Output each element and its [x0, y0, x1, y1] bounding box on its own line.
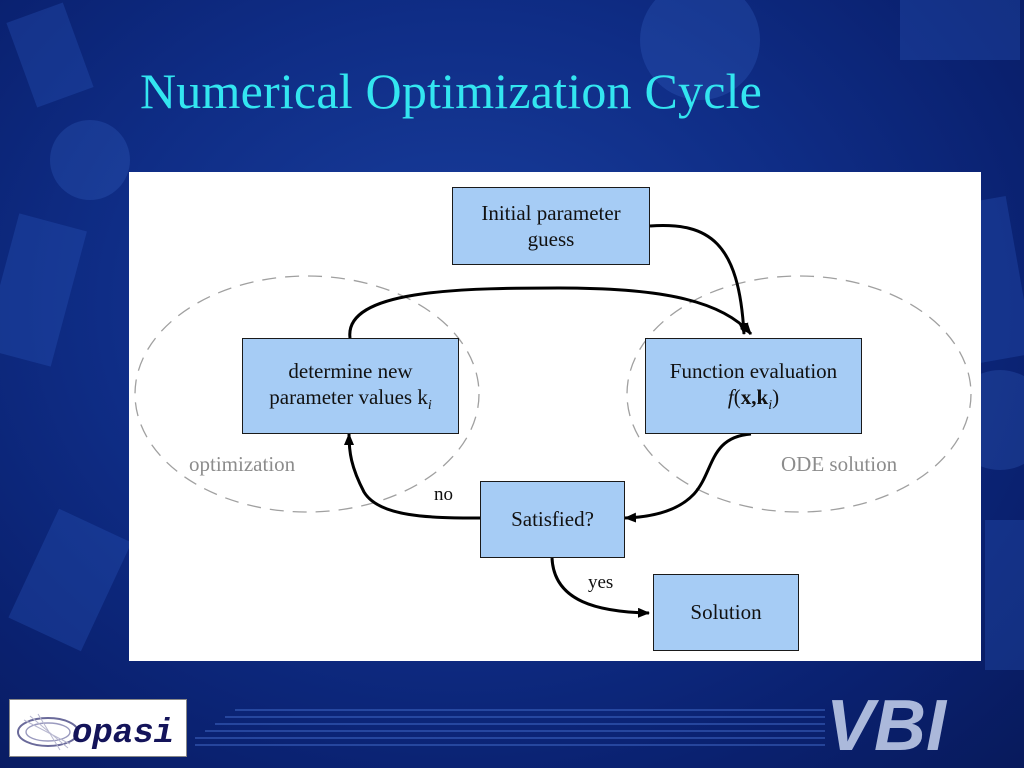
determine-line2: parameter values k [269, 384, 428, 409]
diagram-panel: Initial parameter guess determine new pa… [129, 172, 981, 661]
initial-guess-line2: guess [527, 227, 575, 251]
optimization-region [134, 275, 480, 513]
determine-line2-wrap: parameter values ki [269, 384, 431, 415]
satisfied-label: Satisfied? [511, 507, 594, 532]
function-open-paren: ( [733, 384, 741, 409]
opasi-logo-graphic: opasi [17, 713, 174, 753]
function-close-paren: ) [772, 384, 780, 409]
optimization-region-label: optimization [189, 452, 296, 476]
edge-initial-to-function [649, 224, 749, 335]
slide-title: Numerical Optimization Cycle [140, 63, 763, 119]
function-f: f [727, 384, 734, 409]
solution-label: Solution [690, 600, 762, 625]
solution-node: Solution [653, 574, 799, 651]
edge-satisfied-to-solution-yes [550, 557, 650, 618]
determine-subscript: i [427, 397, 432, 413]
function-subscript: i [768, 397, 773, 413]
function-line2: f(x,ki) [728, 384, 779, 415]
edge-function-to-satisfied [624, 432, 752, 523]
initial-guess-node: Initial parameter guess [452, 187, 650, 265]
edge-label-no: no [434, 484, 453, 505]
edge-label-yes: yes [588, 572, 614, 593]
function-xk: x,k [740, 384, 769, 409]
footer-stripes [195, 709, 825, 746]
ode-region-label: ODE solution [781, 452, 898, 476]
diagram-canvas [134, 224, 972, 618]
function-evaluation-node: Function evaluation f(x,ki) [645, 338, 862, 434]
edge-determine-to-function [348, 286, 753, 339]
edge-satisfied-to-determine-no [344, 433, 481, 520]
ode-solution-region [626, 275, 972, 513]
vbi-logo-text: VBI [826, 686, 948, 758]
opasi-logo-text: opasi [72, 715, 174, 753]
satisfied-node: Satisfied? [480, 481, 625, 558]
initial-guess-line1: Initial parameter [481, 200, 621, 225]
vbi-logo: VBI [826, 686, 948, 758]
opasi-logo: opasi [9, 699, 187, 757]
function-line1: Function evaluation [669, 358, 838, 383]
determine-line1: determine new [288, 358, 413, 383]
determine-parameters-node: determine new parameter values ki [242, 338, 459, 434]
